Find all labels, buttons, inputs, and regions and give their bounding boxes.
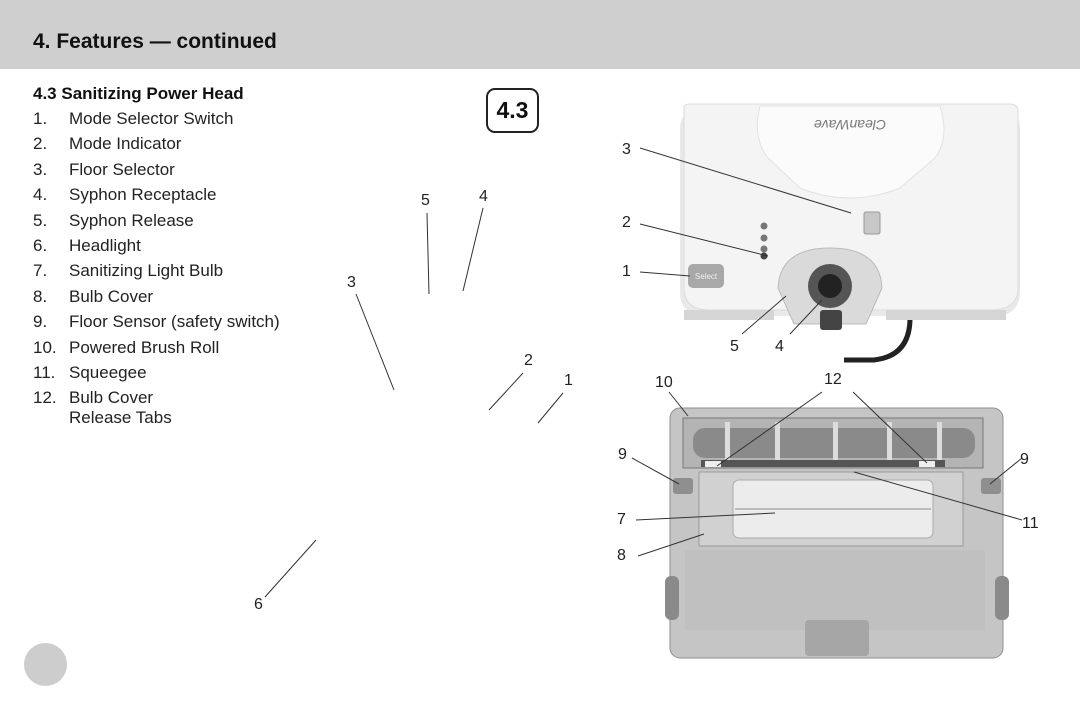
- leader-line: [635, 512, 776, 521]
- item-number: 9.: [33, 312, 48, 332]
- power-head-dome: [756, 105, 945, 199]
- callout-label: 5: [421, 192, 430, 209]
- underside-lower-body: [685, 550, 985, 630]
- leader-line: [789, 299, 823, 335]
- bulb-cover-release-tab: [919, 461, 935, 467]
- brush-guard-bar: [775, 422, 780, 466]
- item-label-line2: Release Tabs: [69, 408, 172, 428]
- callout-label: 2: [524, 352, 533, 369]
- leader-line: [426, 212, 430, 295]
- callout-label: 10: [655, 374, 673, 391]
- leader-line: [989, 457, 1023, 485]
- callout-label: 11: [1022, 515, 1039, 532]
- callout-label: 3: [622, 141, 631, 158]
- callout-label: 2: [622, 214, 631, 231]
- item-label: Mode Indicator: [69, 134, 182, 154]
- callout-label: 7: [617, 511, 626, 528]
- floor-sensor-left: [673, 478, 693, 494]
- item-number: 1.: [33, 109, 48, 128]
- callout-label: 4: [479, 188, 488, 205]
- leader-line: [637, 533, 705, 557]
- page-header: 4. Features — continued: [0, 0, 1080, 69]
- callout-label: 5: [730, 338, 739, 355]
- callout-label: 8: [617, 547, 626, 564]
- vent-grille: [886, 310, 1006, 320]
- mode-selector-switch: [688, 264, 724, 288]
- wheel-right: [995, 576, 1009, 620]
- brush-guard-bar: [725, 422, 730, 466]
- item-label: Mode Selector Switch: [69, 109, 234, 128]
- squeegee-strip: [701, 460, 945, 467]
- item-label: Sanitizing Light Bulb: [69, 261, 224, 281]
- item-number: 10.: [33, 337, 57, 357]
- brand-logo: CleanWave: [814, 117, 886, 133]
- leader-line: [716, 391, 823, 467]
- floor-selector-icon: [863, 211, 881, 235]
- brush-guard-bar: [887, 422, 892, 466]
- leader-line: [668, 391, 689, 417]
- power-head-top-photo: CleanWave Select: [680, 103, 1020, 363]
- item-label: Squeegee: [69, 362, 147, 382]
- mode-indicator-icon: [760, 234, 768, 242]
- item-number: 7.: [33, 261, 48, 281]
- syphon-receptacle-inner: [818, 274, 842, 298]
- callout-label: 4: [775, 338, 784, 355]
- page-marker: [24, 643, 67, 686]
- brush-guard-bar: [937, 422, 942, 466]
- item-label: Syphon Receptacle: [69, 185, 217, 205]
- leader-line: [488, 372, 524, 411]
- item-number: 5.: [33, 210, 48, 230]
- leader-line: [741, 295, 787, 335]
- callout-label: 6: [254, 596, 263, 613]
- figure-badge: 4.3: [486, 88, 539, 133]
- select-label: Select: [695, 272, 718, 281]
- section-title: 4.3 Sanitizing Power Head: [33, 84, 244, 103]
- rear-connector: [805, 620, 869, 656]
- brush-guard-bar: [833, 422, 838, 466]
- leader-line: [631, 457, 680, 485]
- callout-label: 9: [618, 446, 627, 463]
- bulb-cover-release-tab: [705, 461, 721, 467]
- leader-line: [853, 471, 1023, 521]
- item-number: 3.: [33, 159, 48, 179]
- item-label: Floor Selector: [69, 159, 175, 179]
- item-label: Syphon Release: [69, 210, 194, 230]
- mode-indicator-icon: [760, 245, 768, 253]
- item-number: 11.: [33, 362, 56, 382]
- item-label: Headlight: [69, 235, 141, 255]
- item-number: 4.: [33, 185, 48, 205]
- callout-label: 1: [564, 372, 573, 389]
- callout-label: 9: [1020, 451, 1029, 468]
- leader-line: [639, 271, 691, 277]
- callout-label: 1: [622, 263, 631, 280]
- item-number: 2.: [33, 134, 48, 154]
- power-head-underside-photo: [665, 407, 1009, 659]
- leader-line: [355, 293, 395, 391]
- vent-grille: [684, 310, 774, 320]
- callout-label: 12: [824, 371, 842, 388]
- syphon-release-icon: [820, 310, 842, 330]
- leader-line: [852, 391, 928, 464]
- power-cord: [844, 317, 913, 363]
- wheel-left: [665, 576, 679, 620]
- leader-line: [639, 223, 769, 257]
- item-number: 12.: [33, 388, 57, 408]
- leader-line: [537, 392, 564, 424]
- header-title: 4. Features — continued: [33, 30, 277, 53]
- item-label: Bulb Cover: [69, 286, 154, 306]
- item-label: Powered Brush Roll: [69, 337, 220, 357]
- item-label: Floor Sensor (safety switch): [69, 312, 280, 332]
- item-number: 6.: [33, 235, 48, 255]
- mode-indicator-icon: [760, 222, 768, 230]
- leader-line: [639, 147, 852, 214]
- leader-line: [264, 539, 317, 598]
- callout-label: 3: [347, 274, 356, 291]
- item-label: Bulb Cover: [69, 388, 154, 408]
- leader-line: [462, 207, 484, 292]
- item-number: 8.: [33, 286, 48, 306]
- floor-sensor-right: [981, 478, 1001, 494]
